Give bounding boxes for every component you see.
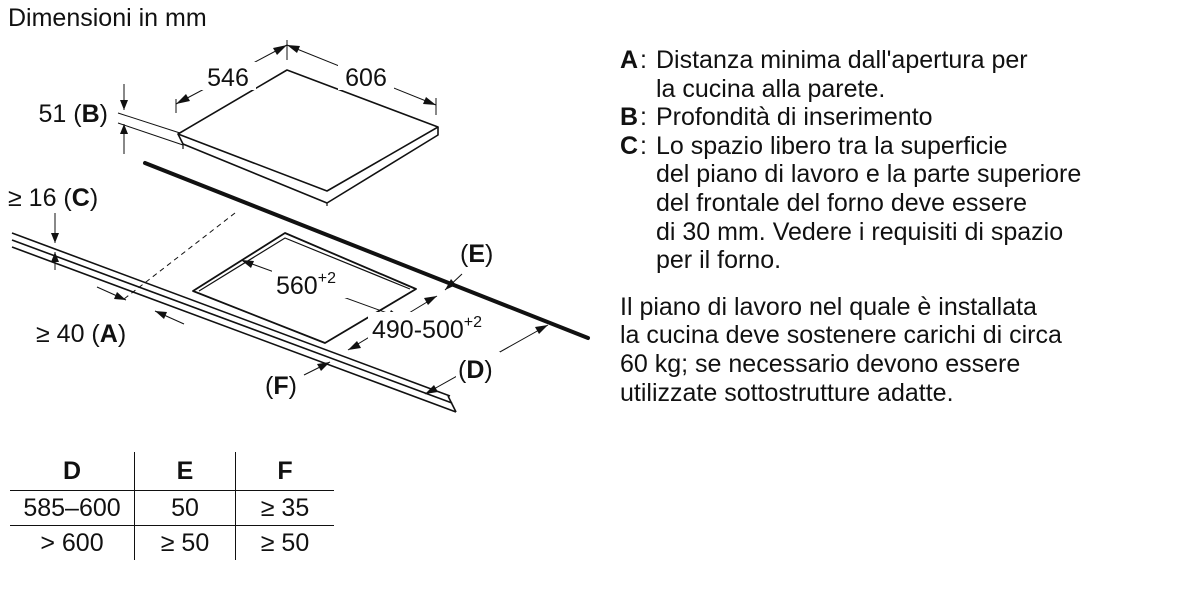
worktop xyxy=(11,161,590,413)
arrow-51-a xyxy=(120,100,128,110)
arrow-606-b xyxy=(423,97,436,105)
arrow-546-b xyxy=(273,45,287,55)
note-line: utilizzate sottostrutture adatte. xyxy=(620,378,954,407)
table-cell: > 600 xyxy=(10,525,135,560)
table-cell: ≥ 50 xyxy=(134,525,236,560)
legend-line: per il forno. xyxy=(656,246,782,275)
arrow-490-a xyxy=(348,341,361,350)
label-51: 51 (B) xyxy=(39,100,108,128)
legend-colon: : xyxy=(640,46,647,74)
legend-line: di 30 mm. Vedere i requisiti di spazio xyxy=(656,217,1064,246)
table-cell: ≥ 50 xyxy=(260,528,310,557)
legend-key: C xyxy=(620,131,639,160)
dimension-560: 560+2 xyxy=(240,259,402,319)
legend-item-a: A: Distanza minima dall'apertura per la … xyxy=(620,46,1190,103)
label-490-500: 490-500+2 xyxy=(372,314,482,344)
arrow-d-a xyxy=(425,385,438,394)
legend-line: Profondità di inserimento xyxy=(656,103,933,132)
arrow-40-a xyxy=(114,292,126,300)
installation-diagram: 546 606 51 (B) 560+2 xyxy=(8,40,590,413)
table-header-row: D E F xyxy=(10,452,334,491)
worktop-front-bottom xyxy=(11,246,457,413)
dimension-606: 606 xyxy=(286,44,437,115)
ext-51-a xyxy=(117,112,181,134)
legend-colon: : xyxy=(640,103,647,132)
legend-line: del piano di lavoro e la parte superiore xyxy=(656,160,1082,189)
legend-line: la cucina alla parete. xyxy=(656,74,886,103)
table-cell: 50 xyxy=(134,490,236,526)
worktop-front-top xyxy=(11,232,451,397)
arrow-40-b xyxy=(155,311,167,319)
label-bg-606 xyxy=(338,62,394,90)
label-d: (D) xyxy=(458,356,493,384)
table-header: E xyxy=(134,452,236,491)
legend-line: Lo spazio libero tra la superficie xyxy=(656,131,1008,160)
legend-colon: : xyxy=(640,131,647,160)
note-line: 60 kg; se necessario devono essere xyxy=(620,349,1021,378)
arrow-e xyxy=(445,279,456,290)
legend-item-c: C: Lo spazio libero tra la superficie de… xyxy=(620,132,1190,275)
worktop-back-edge xyxy=(143,161,590,340)
dimension-d: (D) xyxy=(424,324,549,395)
load-note: Il piano di lavoro nel quale è installat… xyxy=(620,293,1190,407)
table-cell: ≥ 35 xyxy=(235,490,334,526)
label-bg-560 xyxy=(272,266,352,298)
dimension-546: 546 xyxy=(175,40,288,113)
arrow-16-b xyxy=(51,252,59,262)
label-16: ≥ 16 (C) xyxy=(8,184,98,212)
table-header: F xyxy=(235,452,334,491)
note-line: Il piano di lavoro nel quale è installat… xyxy=(620,292,1037,321)
table-cell: 585–600 xyxy=(10,490,135,526)
legend-item-b: B: Profondità di inserimento xyxy=(620,103,1190,132)
arrow-560-a xyxy=(241,260,254,268)
dimension-table: D E F 585–600 50 ≥ 35 > 600 ≥ 50 ≥ 50 xyxy=(10,452,334,560)
legend-line: Distanza minima dall'apertura per xyxy=(656,46,1028,74)
label-bg-490 xyxy=(368,312,500,346)
dimension-51: 51 (B) xyxy=(39,84,184,154)
label-bg-d xyxy=(456,352,500,382)
dimension-f: (F) xyxy=(265,361,331,400)
label-560: 560+2 xyxy=(276,270,336,300)
dimension-490-500: 490-500+2 xyxy=(347,295,500,351)
arrow-51-b xyxy=(120,124,128,134)
ext-51-b xyxy=(117,122,184,146)
page-title: Dimensioni in mm xyxy=(8,4,207,32)
legend-panel: A: Distanza minima dall'apertura per la … xyxy=(620,46,1190,407)
table-row: > 600 ≥ 50 ≥ 50 xyxy=(10,525,334,560)
arrow-16-a xyxy=(51,233,59,243)
legend-key: B xyxy=(620,103,639,132)
worktop-front-corner xyxy=(447,395,457,413)
dashed-guide xyxy=(123,212,236,300)
note-line: la cucina deve sostenere carichi di circ… xyxy=(620,321,1062,350)
label-e: (E) xyxy=(460,240,493,268)
table-row: 585–600 50 ≥ 35 xyxy=(10,490,334,526)
legend-line: del frontale del forno deve essere xyxy=(656,188,1028,217)
cutout-inner-edge xyxy=(198,237,411,292)
dimension-16: ≥ 16 (C) xyxy=(8,184,98,270)
label-bg-546 xyxy=(200,62,256,90)
arrow-d-b xyxy=(535,325,548,334)
worktop-front-mid xyxy=(11,239,453,404)
label-546: 546 xyxy=(207,64,249,92)
legend-key: A xyxy=(620,46,639,74)
label-606: 606 xyxy=(345,64,387,92)
dimension-40: ≥ 40 (A) xyxy=(36,286,185,348)
label-40: ≥ 40 (A) xyxy=(36,320,126,348)
arrow-606-a xyxy=(287,45,300,53)
table-header: D xyxy=(10,452,135,491)
hob xyxy=(177,69,439,206)
label-f: (F) xyxy=(265,372,297,400)
dimension-e: (E) xyxy=(444,240,493,291)
arrow-546-a xyxy=(176,94,190,104)
arrow-f xyxy=(317,362,330,371)
arrow-490-b xyxy=(424,296,437,305)
